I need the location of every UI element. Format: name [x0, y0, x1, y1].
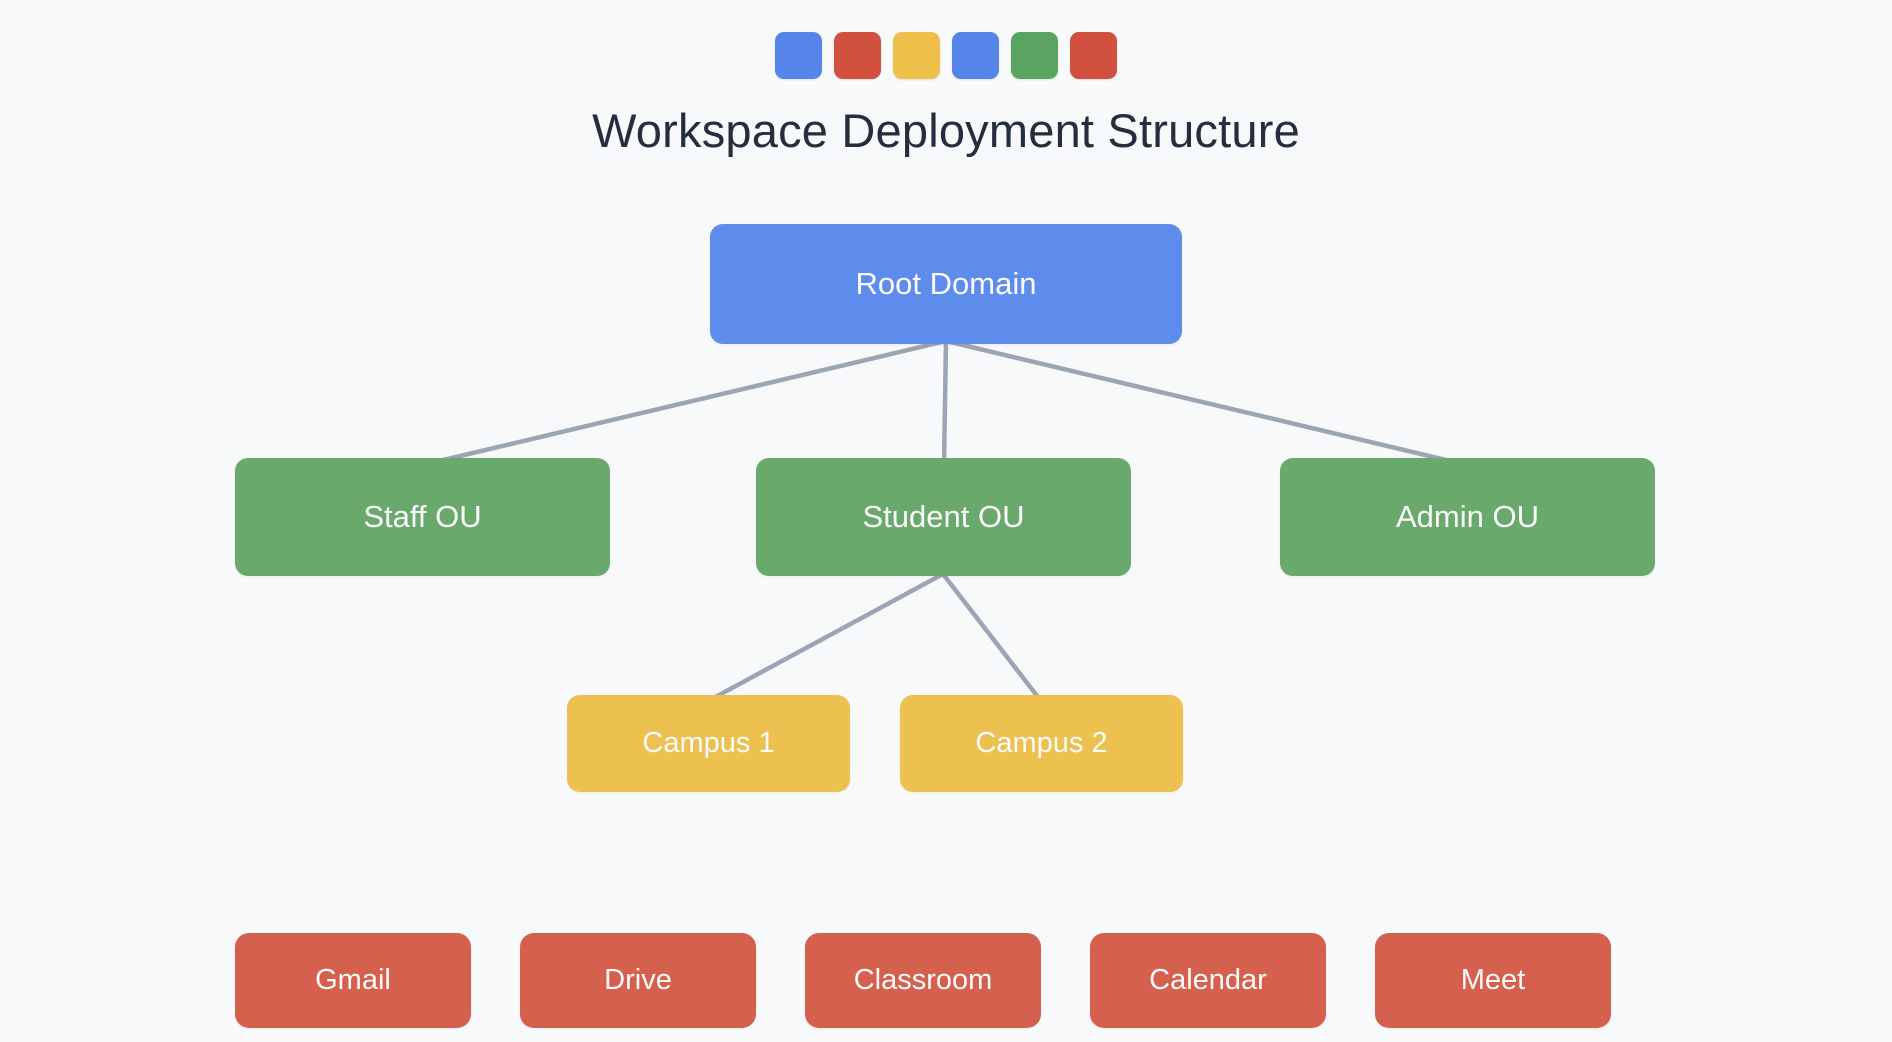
- node-staff-ou: Staff OU: [235, 458, 610, 576]
- edge-student-to-campus-2: [941, 572, 1043, 703]
- node-student-ou: Student OU: [756, 458, 1131, 576]
- node-app-calendar-label: Calendar: [1149, 964, 1267, 996]
- yellow-square-icon: [893, 32, 940, 79]
- node-staff-ou-label: Staff OU: [363, 499, 482, 534]
- node-campus-1-label: Campus 1: [642, 727, 775, 759]
- page-title: Workspace Deployment Structure: [592, 104, 1300, 157]
- node-campus-1: Campus 1: [567, 695, 850, 792]
- edge-root-to-admin-ou: [945, 338, 1468, 468]
- edge-root-to-staff-ou: [421, 338, 947, 468]
- node-app-classroom: Classroom: [805, 933, 1041, 1028]
- node-campus-2-label: Campus 2: [975, 727, 1108, 759]
- node-app-classroom-label: Classroom: [853, 964, 993, 996]
- brand-squares-row: [0, 32, 1892, 79]
- node-app-calendar: Calendar: [1090, 933, 1326, 1028]
- blue-square-icon: [952, 32, 999, 79]
- red-square-icon: [1070, 32, 1117, 79]
- node-app-meet: Meet: [1375, 933, 1611, 1028]
- node-root-domain: Root Domain: [710, 224, 1182, 344]
- edge-root-to-student-ou: [941, 340, 949, 466]
- node-app-meet-label: Meet: [1460, 964, 1526, 996]
- node-student-ou-label: Student OU: [862, 499, 1025, 534]
- node-app-gmail-label: Gmail: [315, 964, 391, 996]
- green-square-icon: [1011, 32, 1058, 79]
- node-app-drive: Drive: [520, 933, 756, 1028]
- edge-student-to-campus-1: [706, 572, 945, 703]
- node-app-gmail: Gmail: [235, 933, 471, 1028]
- node-campus-2: Campus 2: [900, 695, 1183, 792]
- blue-square-icon: [775, 32, 822, 79]
- node-admin-ou-label: Admin OU: [1396, 499, 1539, 534]
- node-app-drive-label: Drive: [604, 964, 672, 996]
- node-root-domain-label: Root Domain: [855, 266, 1037, 301]
- node-admin-ou: Admin OU: [1280, 458, 1655, 576]
- red-square-icon: [834, 32, 881, 79]
